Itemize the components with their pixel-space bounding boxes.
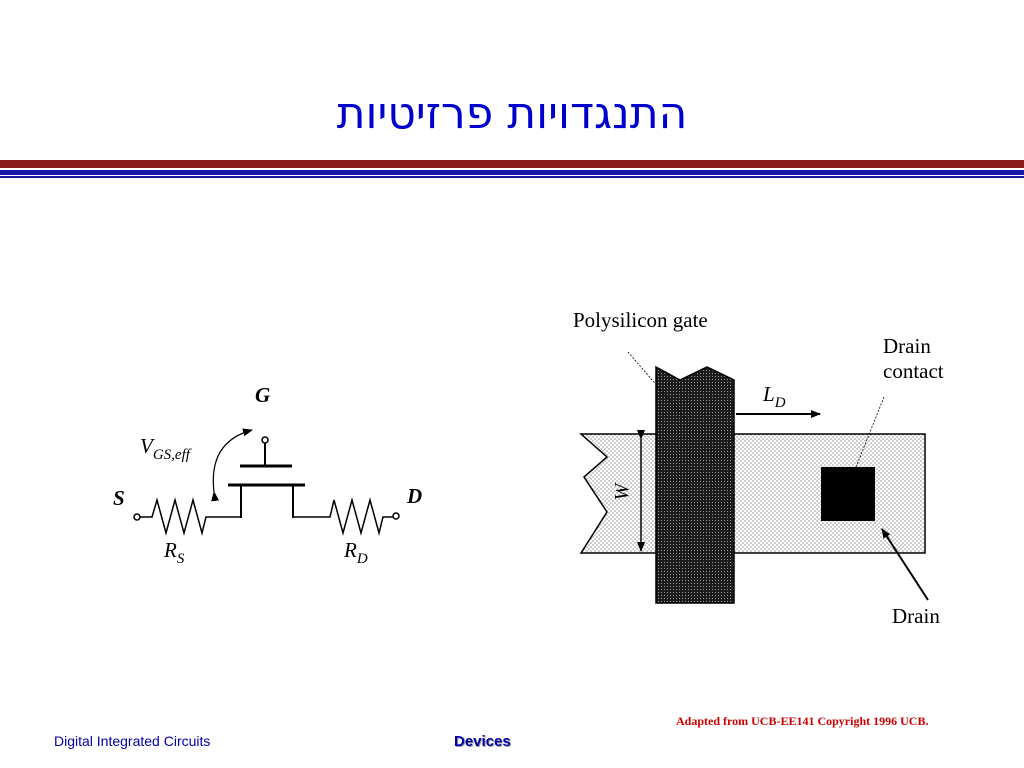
footer-course-title: Digital Integrated Circuits	[54, 733, 211, 749]
vgs-arrow	[211, 428, 253, 502]
mosfet-circuit: G VGS,eff S RS D RD	[113, 383, 422, 567]
gate-label: G	[255, 383, 270, 407]
title-rule-red	[0, 160, 1024, 168]
slide-title: התנגדויות פרזיטיות	[336, 88, 688, 139]
source-label: S	[113, 486, 125, 510]
title-rule-blue	[0, 170, 1024, 175]
drain-contact-pointer	[845, 396, 885, 493]
polysilicon-gate-pointer	[627, 351, 686, 419]
drain-contact	[821, 467, 875, 521]
source-terminal	[133, 513, 141, 521]
ld-label: LD	[762, 382, 786, 411]
polysilicon-gate	[655, 365, 735, 604]
drain-pointer	[881, 528, 929, 601]
gate-terminal	[261, 436, 269, 444]
polysilicon-gate-label: Polysilicon gate	[573, 308, 708, 332]
width-label: W	[611, 481, 633, 500]
drain-label: D	[406, 484, 422, 508]
title-rule-gap-2	[0, 175, 1024, 176]
footer-section-title: Devices	[454, 733, 511, 750]
copyright-credit: Adapted from UCB-EE141 Copyright 1996 UC…	[676, 714, 929, 728]
source-resistor	[140, 497, 241, 536]
drain-region-label: Drain	[892, 604, 940, 628]
rd-label: RD	[343, 538, 368, 567]
title-rule-gap	[0, 168, 1024, 170]
vgs-eff-label: VGS,eff	[140, 434, 192, 463]
title-rule-blue-thin	[0, 176, 1024, 178]
rs-label: RS	[163, 538, 185, 567]
drain-terminal	[392, 512, 400, 520]
drain-resistor	[293, 497, 393, 536]
